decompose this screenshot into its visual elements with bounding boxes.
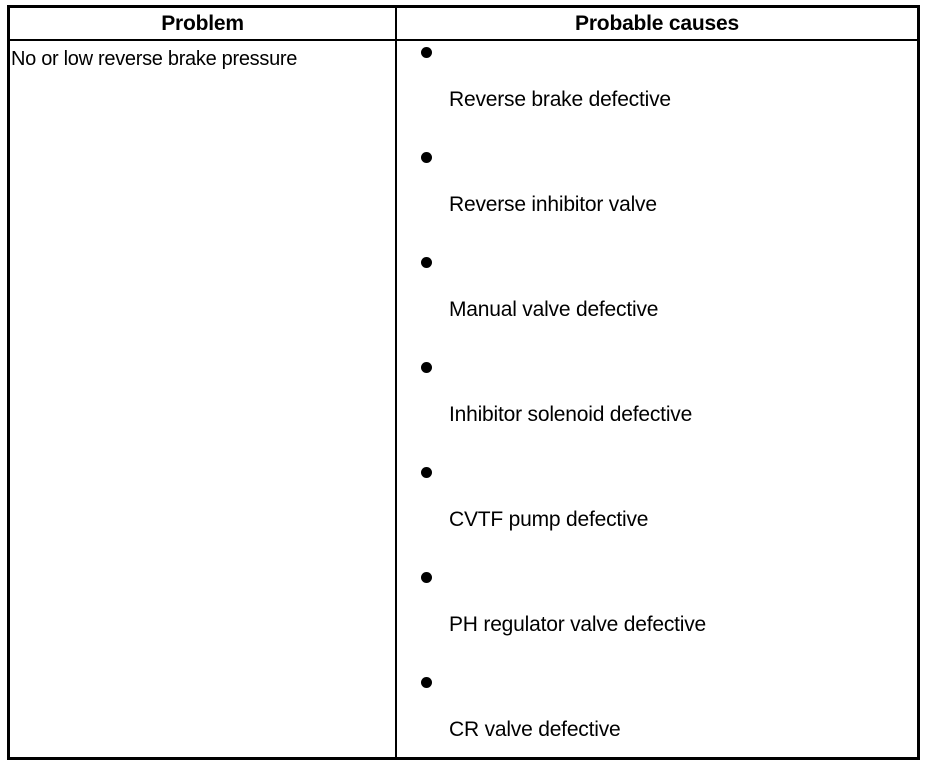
list-item: PH regulator valve defective <box>397 566 917 671</box>
list-item: CVTF pump defective <box>397 461 917 566</box>
bullet-icon <box>421 362 432 373</box>
troubleshooting-table: Problem Probable causes No or low revers… <box>7 5 920 760</box>
bullet-icon <box>421 47 432 58</box>
cause-label: Inhibitor solenoid defective <box>449 403 693 426</box>
bullet-icon <box>421 572 432 583</box>
cause-label: CR valve defective <box>449 718 621 741</box>
table-header-row: Problem Probable causes <box>10 8 917 41</box>
bullet-icon <box>421 467 432 478</box>
cause-label: Manual valve defective <box>449 298 659 321</box>
cause-label: PH regulator valve defective <box>449 613 707 636</box>
list-item: Reverse brake defective <box>397 41 917 146</box>
cause-label: Reverse brake defective <box>449 88 671 111</box>
list-item: Reverse inhibitor valve <box>397 146 917 251</box>
problem-cell: No or low reverse brake pressure <box>10 41 395 757</box>
probable-causes-cell: Reverse brake defective Reverse inhibito… <box>397 41 917 757</box>
bullet-icon <box>421 257 432 268</box>
bullet-icon <box>421 152 432 163</box>
cause-label: Reverse inhibitor valve <box>449 193 657 216</box>
column-header-problem: Problem <box>161 12 244 35</box>
bullet-icon <box>421 677 432 688</box>
cause-label: CVTF pump defective <box>449 508 649 531</box>
problem-text: No or low reverse brake pressure <box>11 48 298 70</box>
column-header-probable-causes: Probable causes <box>575 12 739 35</box>
column-divider <box>395 8 397 757</box>
list-item: CR valve defective <box>397 671 917 757</box>
table-row: No or low reverse brake pressure Reverse… <box>10 41 917 757</box>
list-item: Inhibitor solenoid defective <box>397 356 917 461</box>
list-item: Manual valve defective <box>397 251 917 356</box>
